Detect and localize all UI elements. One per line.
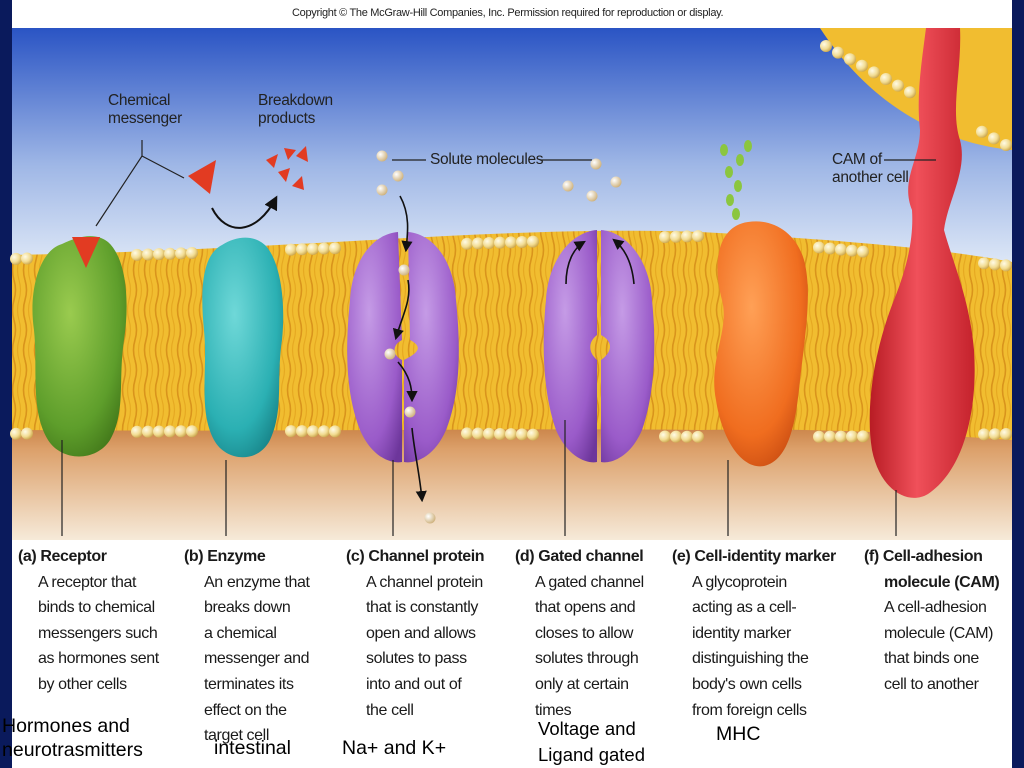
caption-line: A cell-adhesion [884, 599, 987, 617]
caption-line: acting as a cell- [692, 599, 797, 617]
caption-line: A glycoprotein [692, 573, 787, 591]
caption-gated-channel: (d) Gated channel A gated channel that o… [515, 544, 644, 723]
label-line: Chemical [108, 92, 171, 109]
caption-channel-protein: (c) Channel protein A channel protein th… [346, 544, 485, 723]
breakdown-fragments [266, 146, 308, 190]
caption-line: target cell [204, 727, 269, 745]
label-leaders [95, 140, 936, 227]
caption-line: messengers such [38, 624, 158, 642]
note-gated: Voltage and Ligand gated [538, 716, 645, 768]
note-receptor: Hormones and neurotrasmitters [2, 714, 143, 762]
cell-adhesion-molecule [869, 28, 975, 536]
breakdown-products-label: Breakdown products [258, 92, 333, 128]
caption-line: open and allows [366, 624, 476, 642]
caption-line: that is constantly [366, 599, 478, 617]
caption-line: An enzyme that [204, 573, 310, 591]
caption-heading: molecule (CAM) [884, 573, 1000, 591]
caption-heading: (b) Enzyme [184, 548, 266, 565]
caption-heading: (f) Cell-adhesion [864, 548, 983, 565]
upper-phospholipid-heads [10, 230, 1012, 272]
gated-channel-protein [543, 230, 655, 536]
caption-line: cell to another [884, 675, 979, 693]
caption-line: A gated channel [535, 573, 644, 591]
solute-molecules [376, 150, 622, 524]
caption-line: molecule (CAM) [884, 624, 994, 642]
label-line: CAM of [832, 151, 882, 168]
copyright-notice: Copyright © The McGraw-Hill Companies, I… [292, 7, 724, 19]
chemical-messenger [188, 160, 216, 194]
enzyme-reaction-arrow [211, 195, 278, 229]
receptor-protein [32, 236, 127, 536]
note-enzyme: intestinal [214, 737, 291, 759]
label-line: another cell [832, 169, 909, 186]
label-line: Breakdown [258, 92, 333, 109]
caption-line: as hormones sent [38, 650, 159, 668]
caption-line: A channel protein [366, 573, 483, 591]
caption-line: A receptor that [38, 573, 137, 591]
caption-line: body's own cells [692, 675, 802, 693]
note-marker: MHC [716, 723, 761, 745]
caption-line: times [535, 701, 572, 719]
enzyme-protein [202, 237, 284, 536]
caption-heading: (d) Gated channel [515, 548, 644, 565]
neighbor-cell-membrane [820, 28, 1012, 151]
slide-border-left [0, 0, 12, 768]
caption-line: that opens and [535, 599, 636, 617]
caption-line: the cell [366, 701, 414, 719]
cell-identity-marker [714, 140, 808, 536]
glycan-chain [720, 140, 752, 220]
note-line: Hormones and [2, 715, 130, 737]
channel-protein [347, 232, 459, 536]
chemical-messenger-label: Chemical messenger [108, 92, 182, 128]
caption-line: distinguishing the [692, 650, 809, 668]
cam-other-cell-label: CAM of another cell [832, 151, 909, 187]
lower-phospholipid-heads [10, 425, 1012, 443]
caption-line: only at certain [535, 675, 629, 693]
caption-line: breaks down [204, 599, 291, 617]
caption-heading: (a) Receptor [18, 548, 107, 565]
caption-line: by other cells [38, 675, 127, 693]
caption-heading: (e) Cell-identity marker [672, 548, 836, 565]
caption-line: identity marker [692, 624, 791, 642]
caption-heading: (c) Channel protein [346, 548, 485, 565]
label-line: products [258, 110, 316, 127]
caption-line: into and out of [366, 675, 462, 693]
bound-messenger [72, 237, 100, 268]
caption-cell-adhesion-molecule: (f) Cell-adhesion molecule (CAM) A cell-… [864, 544, 1000, 698]
caption-line: a chemical [204, 624, 277, 642]
caption-line: that binds one [884, 650, 979, 668]
caption-cell-identity-marker: (e) Cell-identity marker A glycoprotein … [672, 544, 836, 723]
caption-line: solutes to pass [366, 650, 467, 668]
caption-line: solutes through [535, 650, 639, 668]
label-line: messenger [108, 110, 182, 127]
note-line: Voltage and [538, 718, 636, 739]
caption-line: from foreign cells [692, 701, 807, 719]
note-channel: Na+ and K+ [342, 737, 447, 759]
caption-line: binds to chemical [38, 599, 155, 617]
lipid-bilayer [12, 230, 1012, 440]
caption-receptor: (a) Receptor A receptor that binds to ch… [18, 544, 159, 698]
slide-border-right [1012, 0, 1024, 768]
caption-line: terminates its [204, 675, 294, 693]
solute-molecules-label: Solute molecules [430, 151, 544, 168]
caption-line: effect on the [204, 701, 287, 719]
caption-enzyme: (b) Enzyme An enzyme that breaks down a … [184, 544, 310, 749]
note-line: neurotrasmitters [2, 739, 143, 761]
caption-line: messenger and [204, 650, 310, 668]
solute-flow-arrows [392, 195, 635, 503]
caption-line: closes to allow [535, 624, 634, 642]
note-line: Ligand gated [538, 744, 645, 765]
